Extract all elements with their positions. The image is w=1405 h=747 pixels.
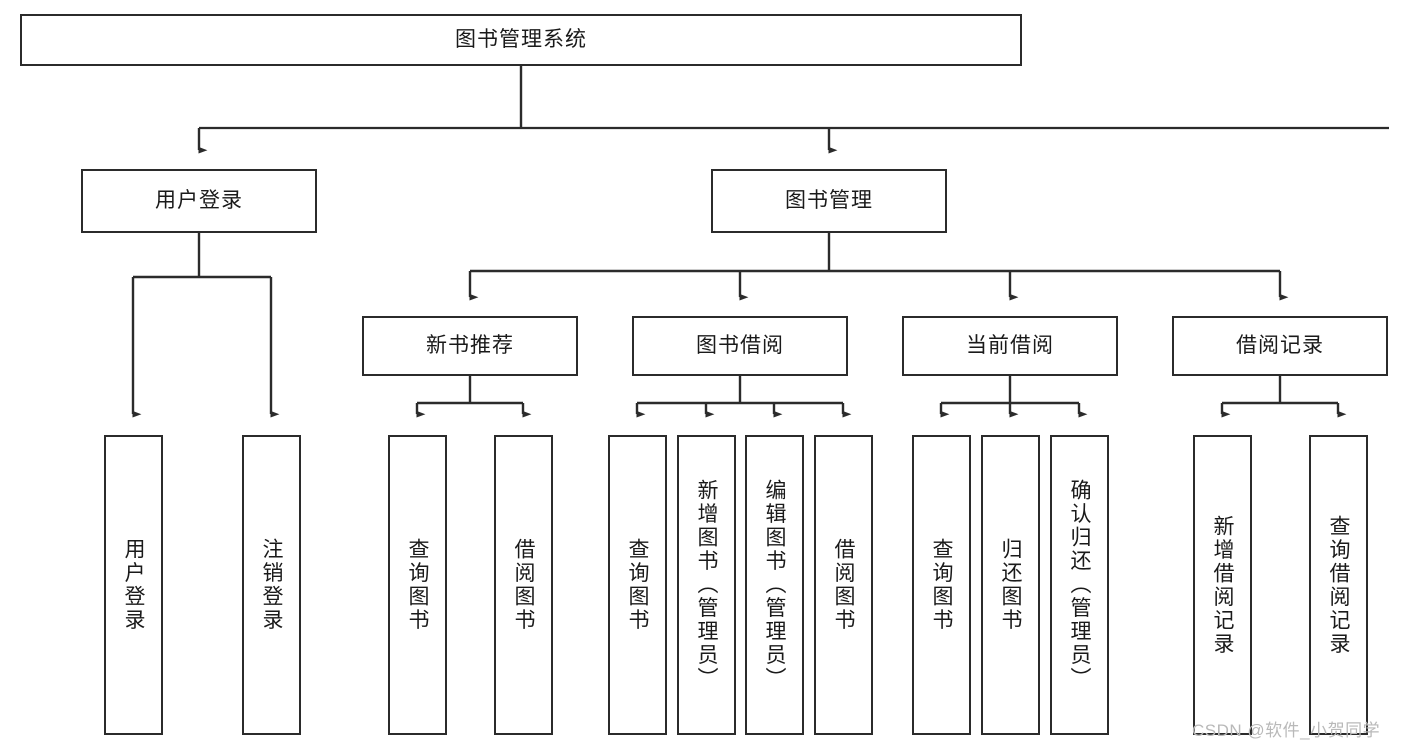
node-book-borrow-label: 图书借阅 xyxy=(696,334,784,358)
node-leaf-borrow-book-2[interactable]: 借阅图书 xyxy=(814,435,873,735)
node-new-book-recommend-label: 新书推荐 xyxy=(426,334,514,358)
node-book-manage-label: 图书管理 xyxy=(785,189,873,213)
node-leaf-borrow-book-1[interactable]: 借阅图书 xyxy=(494,435,553,735)
node-leaf-add-book[interactable]: 新增图书（管理员） xyxy=(677,435,736,735)
node-leaf-confirm-return-label: 确认归还（管理员） xyxy=(1068,479,1091,691)
node-user-login-label: 用户登录 xyxy=(155,189,243,213)
node-leaf-logout-label: 注销登录 xyxy=(260,538,283,632)
node-leaf-user-login-label: 用户登录 xyxy=(122,538,145,632)
node-leaf-edit-book-label: 编辑图书（管理员） xyxy=(763,479,786,691)
node-leaf-edit-book[interactable]: 编辑图书（管理员） xyxy=(745,435,804,735)
node-leaf-query-record-label: 查询借阅记录 xyxy=(1327,514,1350,656)
node-leaf-confirm-return[interactable]: 确认归还（管理员） xyxy=(1050,435,1109,735)
node-leaf-query-book-2[interactable]: 查询图书 xyxy=(608,435,667,735)
node-leaf-query-book-1[interactable]: 查询图书 xyxy=(388,435,447,735)
node-leaf-add-record[interactable]: 新增借阅记录 xyxy=(1193,435,1252,735)
node-root[interactable]: 图书管理系统 xyxy=(20,14,1022,66)
node-leaf-query-book-2-label: 查询图书 xyxy=(626,538,649,632)
node-borrow-record-label: 借阅记录 xyxy=(1236,334,1324,358)
node-leaf-return-book-label: 归还图书 xyxy=(999,538,1022,632)
csdn-watermark: CSDN @软件_小贺同学 xyxy=(1192,721,1381,740)
node-new-book-recommend[interactable]: 新书推荐 xyxy=(362,316,578,376)
node-leaf-query-book-3-label: 查询图书 xyxy=(930,538,953,632)
node-book-manage[interactable]: 图书管理 xyxy=(711,169,947,233)
node-leaf-query-record[interactable]: 查询借阅记录 xyxy=(1309,435,1368,735)
node-leaf-query-book-1-label: 查询图书 xyxy=(406,538,429,632)
node-book-borrow[interactable]: 图书借阅 xyxy=(632,316,848,376)
node-current-borrow[interactable]: 当前借阅 xyxy=(902,316,1118,376)
node-leaf-logout[interactable]: 注销登录 xyxy=(242,435,301,735)
node-root-label: 图书管理系统 xyxy=(455,28,587,52)
node-leaf-borrow-book-1-label: 借阅图书 xyxy=(512,538,535,632)
node-leaf-borrow-book-2-label: 借阅图书 xyxy=(832,538,855,632)
node-leaf-add-record-label: 新增借阅记录 xyxy=(1211,514,1234,656)
node-leaf-query-book-3[interactable]: 查询图书 xyxy=(912,435,971,735)
node-borrow-record[interactable]: 借阅记录 xyxy=(1172,316,1388,376)
node-leaf-user-login[interactable]: 用户登录 xyxy=(104,435,163,735)
node-leaf-return-book[interactable]: 归还图书 xyxy=(981,435,1040,735)
node-user-login[interactable]: 用户登录 xyxy=(81,169,317,233)
node-leaf-add-book-label: 新增图书（管理员） xyxy=(695,479,718,691)
node-current-borrow-label: 当前借阅 xyxy=(966,334,1054,358)
